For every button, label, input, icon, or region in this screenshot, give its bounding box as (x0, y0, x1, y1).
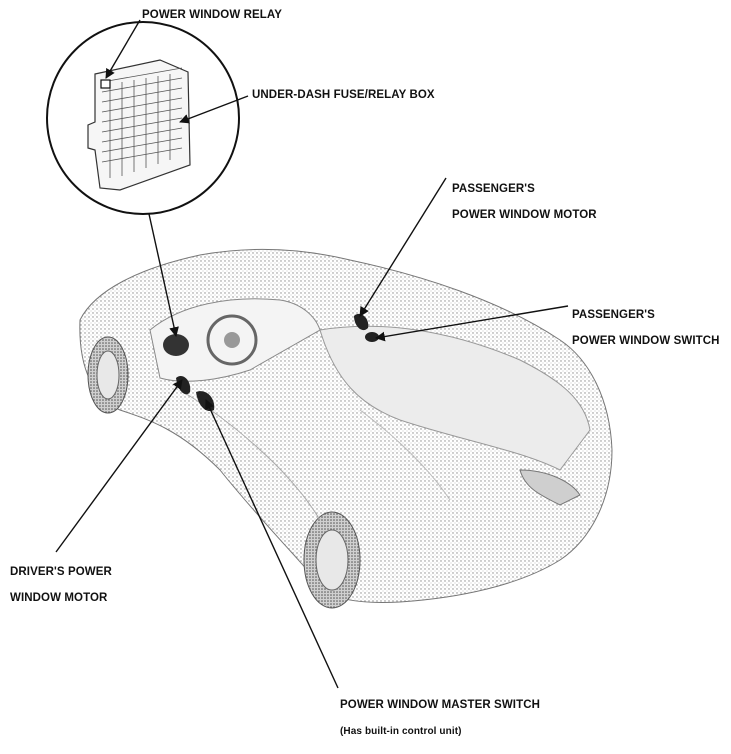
label-master-switch-title: POWER WINDOW MASTER SWITCH (340, 699, 540, 711)
label-power-window-relay: POWER WINDOW RELAY (142, 9, 283, 21)
relay-leader (105, 19, 141, 79)
label-passenger-switch-line1: PASSENGER'S (572, 309, 655, 321)
label-passenger-motor: PASSENGER'S POWER WINDOW MOTOR (452, 170, 597, 235)
passenger-window-switch (365, 332, 379, 342)
passenger-window-motor (354, 313, 369, 331)
label-passenger-motor-line2: POWER WINDOW MOTOR (452, 209, 597, 221)
car-rear-deck (319, 325, 591, 471)
label-passenger-motor-line1: PASSENGER'S (452, 183, 535, 195)
label-master-switch-note: (Has built-in control unit) (340, 726, 462, 737)
tail-light (519, 469, 581, 506)
fuse-box-location (163, 334, 189, 356)
fuse-box-detail (46, 21, 240, 215)
fuse-relay-box (87, 59, 191, 191)
passenger-switch-leader (375, 305, 569, 342)
fusebox-leader (179, 95, 249, 124)
steering-wheel (206, 314, 258, 366)
label-under-dash-box: UNDER-DASH FUSE/RELAY BOX (252, 89, 435, 101)
label-driver-motor-line1: DRIVER'S POWER (10, 566, 112, 578)
driver-motor-leader (55, 379, 183, 553)
label-driver-motor-line2: WINDOW MOTOR (10, 592, 108, 604)
master-switch-leader (205, 399, 339, 689)
label-master-switch: POWER WINDOW MASTER SWITCH (Has built-in… (340, 686, 540, 751)
passenger-motor-leader (359, 177, 447, 317)
car-illustration (79, 248, 613, 609)
label-passenger-switch: PASSENGER'S POWER WINDOW SWITCH (572, 296, 720, 361)
leader-lines (55, 19, 569, 689)
label-passenger-switch-line2: POWER WINDOW SWITCH (572, 335, 720, 347)
label-driver-motor: DRIVER'S POWER WINDOW MOTOR (10, 553, 112, 618)
power-window-relay-icon (100, 79, 111, 89)
detail-to-car-leader (148, 213, 179, 337)
